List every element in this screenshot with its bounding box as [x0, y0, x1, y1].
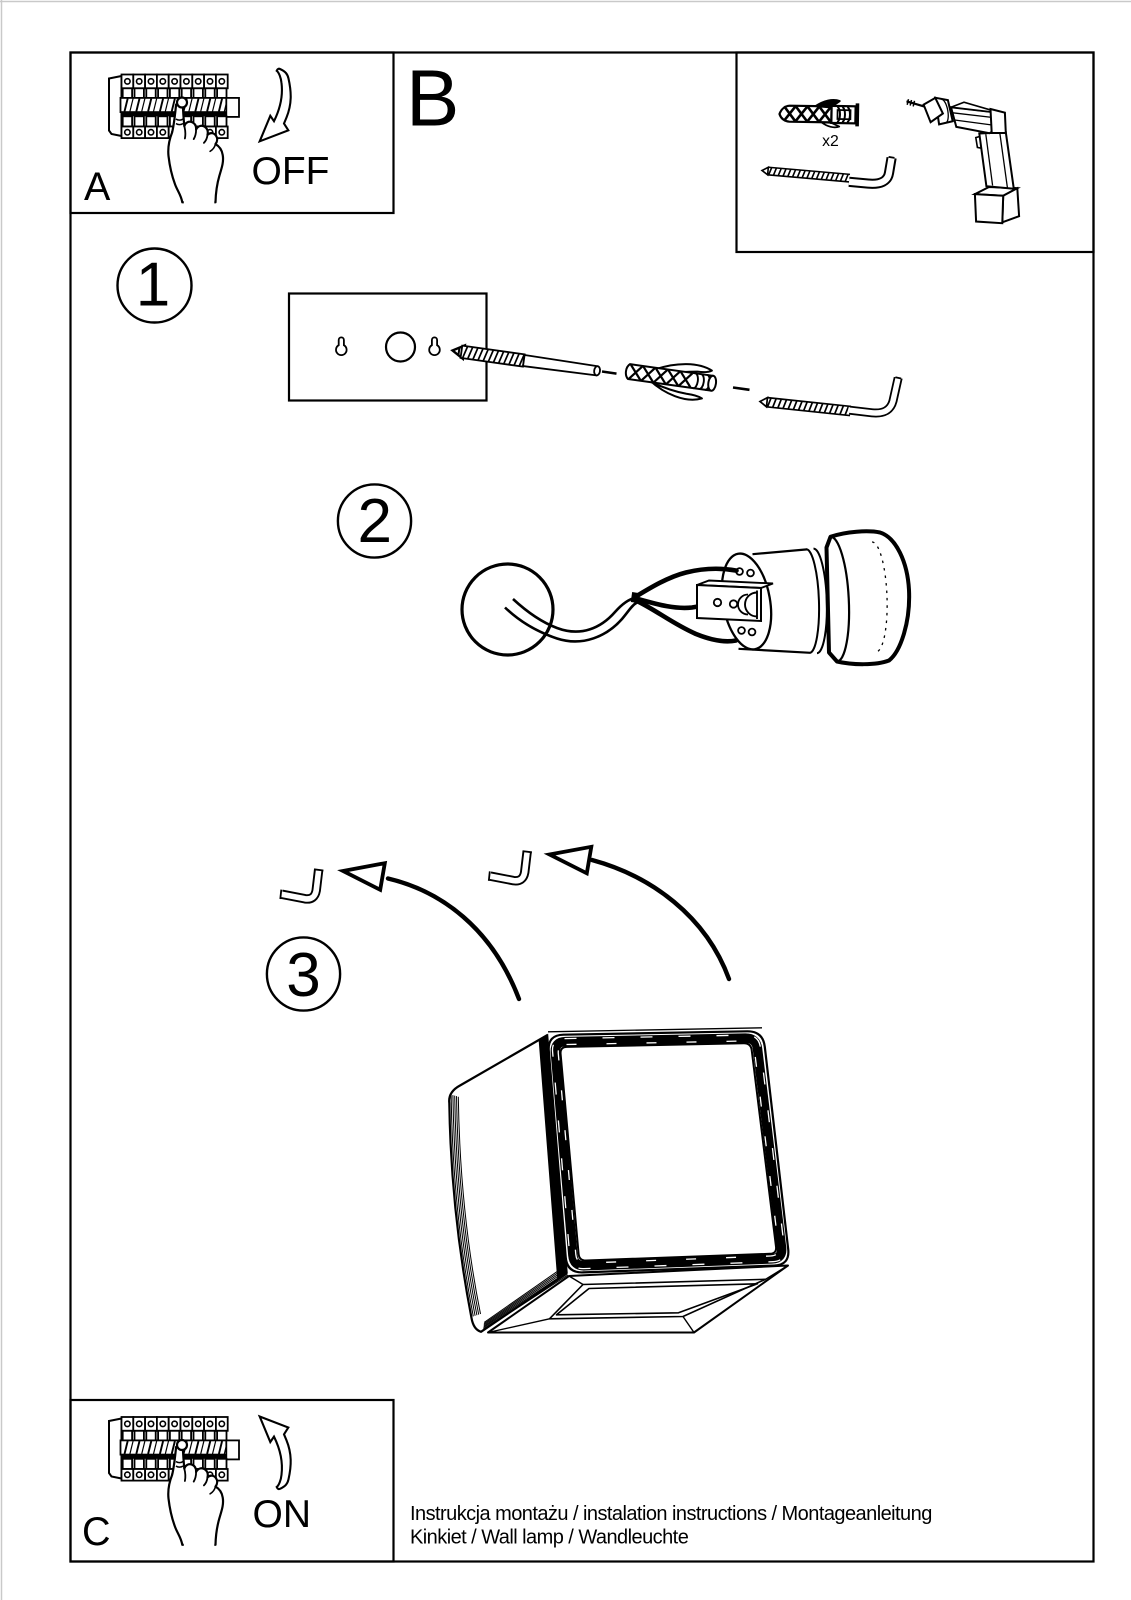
svg-text:OFF: OFF: [252, 150, 330, 193]
svg-text:x2: x2: [822, 133, 839, 150]
svg-text:Instrukcja montażu / instalati: Instrukcja montażu / instalation instruc…: [410, 1503, 932, 1525]
svg-text:Kinkiet / Wall lamp / Wandleuc: Kinkiet / Wall lamp / Wandleuchte: [410, 1527, 689, 1549]
svg-text:3: 3: [286, 941, 320, 1010]
svg-text:B: B: [406, 54, 459, 143]
svg-text:C: C: [82, 1510, 111, 1554]
svg-text:2: 2: [358, 487, 392, 556]
svg-text:A: A: [84, 165, 111, 209]
svg-text:ON: ON: [253, 1493, 312, 1536]
svg-text:1: 1: [136, 251, 170, 320]
